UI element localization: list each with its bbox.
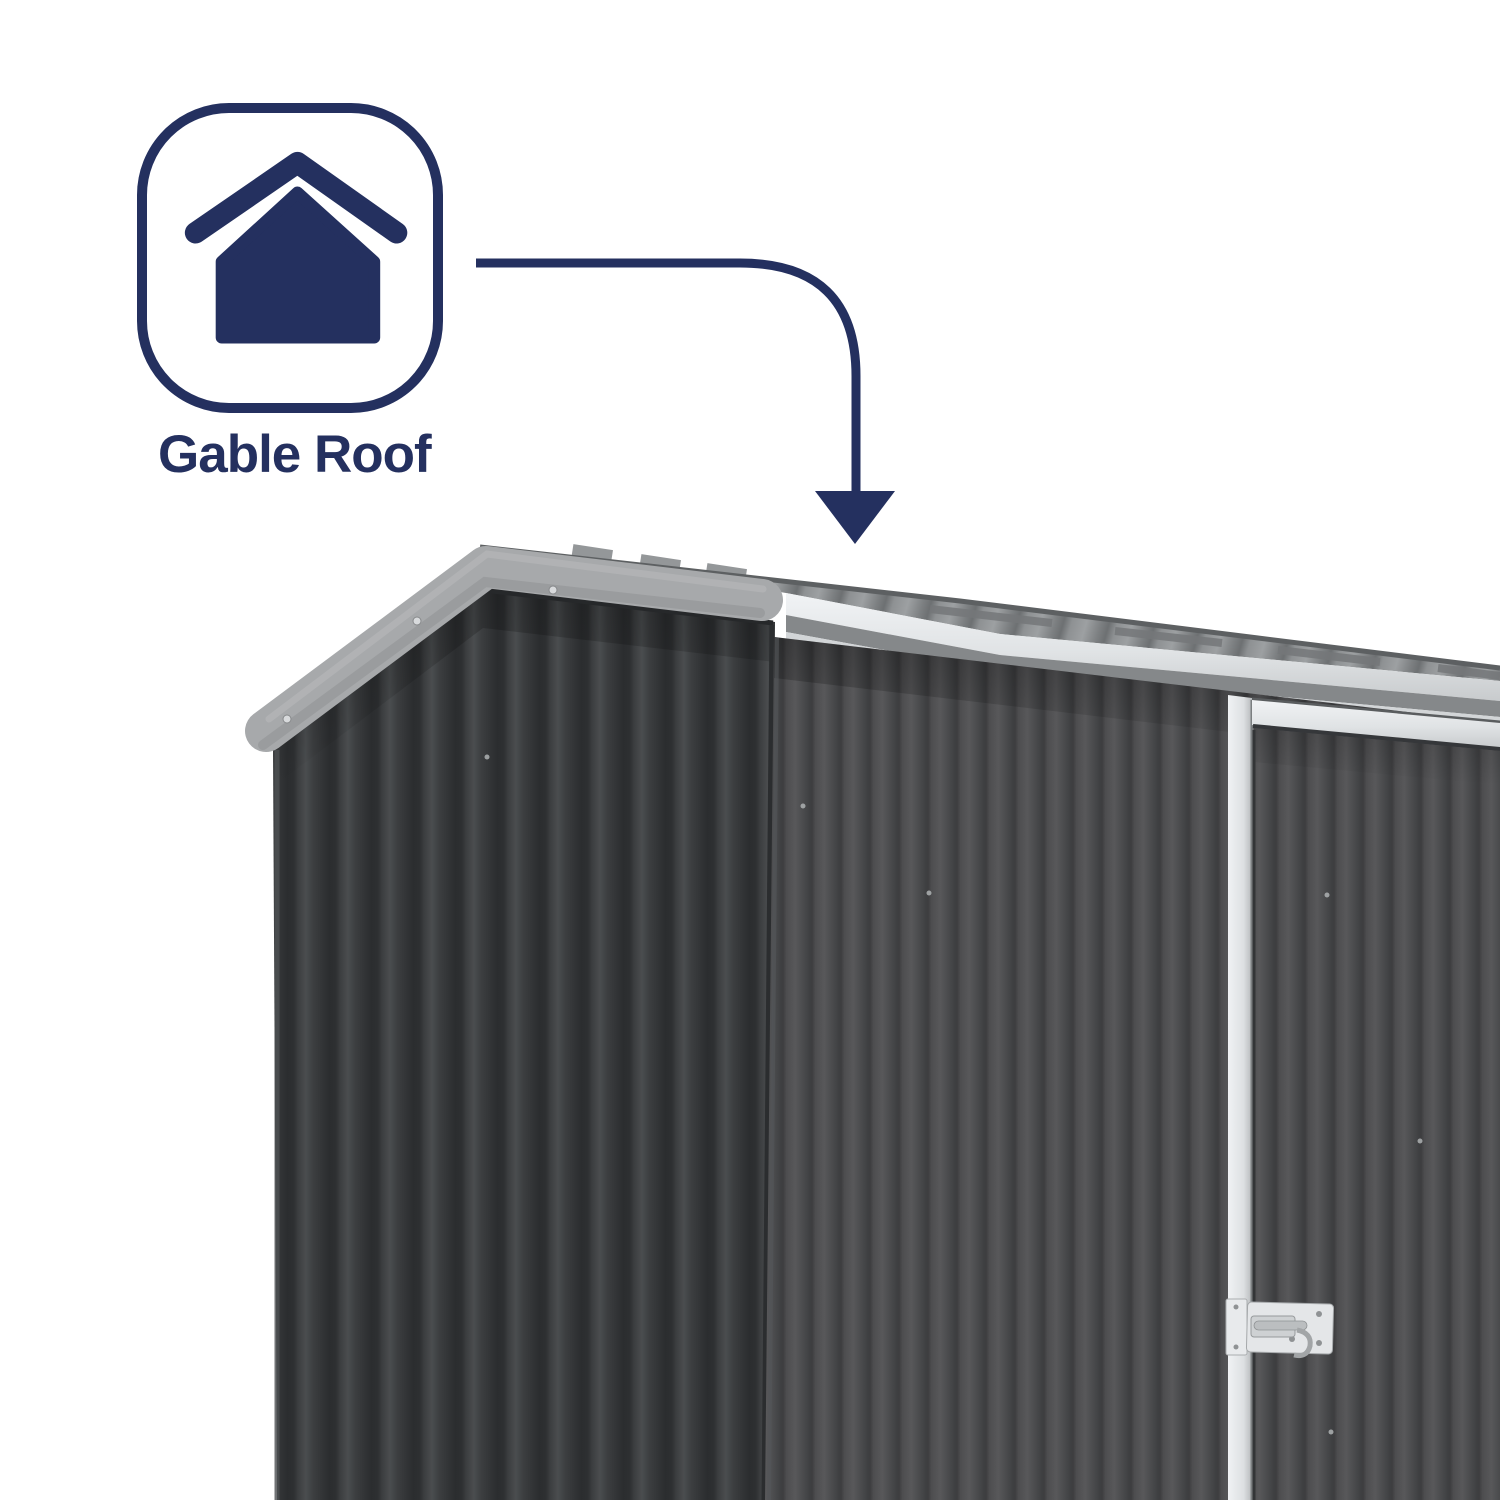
shed-gable-wall	[273, 588, 775, 1500]
house-roof-chevron	[184, 151, 408, 244]
door-panel	[1254, 728, 1500, 1500]
callout-arrow	[476, 258, 895, 544]
gable-roof-icon-badge	[137, 103, 443, 413]
corner-highlight	[767, 637, 779, 1500]
house-body	[215, 186, 381, 344]
arrow-head	[815, 491, 895, 544]
eave-shadow-band	[786, 615, 1500, 717]
padbolt-loop	[1293, 1327, 1313, 1359]
door-panel-top-shade	[1254, 728, 1500, 785]
bracket-screw	[1233, 1304, 1239, 1310]
door-frame-jamb	[1228, 695, 1252, 1500]
barge-lower-shade	[258, 576, 765, 750]
shed-door	[1228, 695, 1500, 1500]
barge-board	[245, 546, 783, 752]
door-header	[1252, 700, 1500, 748]
eave-fascia	[786, 593, 1500, 701]
gable-wall-top-shade	[273, 588, 775, 787]
shed	[245, 544, 1500, 1500]
arrow-line	[476, 258, 861, 496]
bracket-screw	[1233, 1344, 1239, 1350]
feature-label: Gable Roof	[158, 425, 432, 484]
barge-trim	[245, 546, 783, 752]
house-gable-icon	[184, 151, 408, 344]
door-top-gap	[1252, 724, 1500, 751]
eave-lip	[786, 632, 1500, 724]
roof-cap-steps	[929, 605, 1500, 680]
padbolt-bar	[1253, 1320, 1308, 1331]
barge-screws	[282, 585, 558, 724]
corner-edge	[761, 624, 775, 1500]
wall-screws	[484, 754, 1423, 1435]
door-latch	[1225, 1298, 1335, 1359]
barge-top-highlight	[265, 550, 767, 723]
door-header-gap	[1251, 697, 1500, 724]
